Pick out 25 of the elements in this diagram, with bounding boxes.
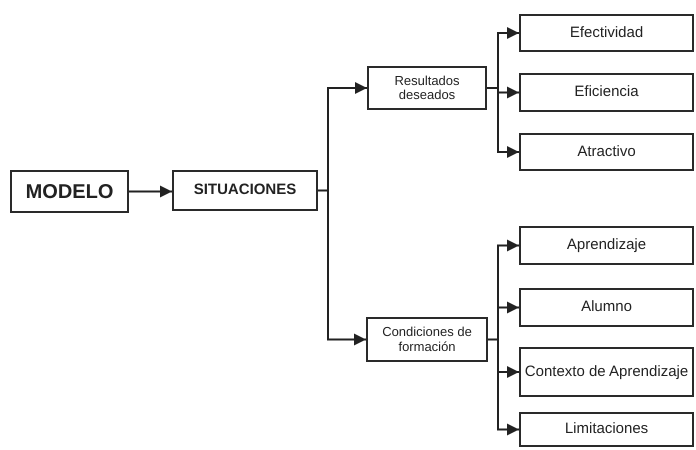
process-box <box>519 73 694 112</box>
process-box <box>519 133 694 171</box>
process-box <box>519 288 694 327</box>
process-box <box>367 66 487 110</box>
process-box <box>519 412 694 447</box>
process-box <box>10 170 129 213</box>
box-label: SITUACIONES <box>194 182 296 199</box>
process-box <box>519 14 694 52</box>
process-box <box>519 226 694 265</box>
box-label: Atractivo <box>577 144 636 160</box>
box-label: Limitaciones <box>564 421 648 438</box>
box-label: MODELO <box>26 180 114 202</box>
box-label: Contexto de Aprendizaje <box>524 364 688 380</box>
box-label: Condiciones de formación <box>381 325 473 354</box>
process-box <box>519 347 694 397</box>
box-label: Resultados deseados <box>393 74 461 102</box>
arrow <box>487 87 519 158</box>
box-label: Alumno <box>581 299 632 316</box>
box-label: Efectividad <box>570 24 644 42</box>
process-box <box>172 170 318 211</box>
arrow <box>318 190 366 346</box>
process-box <box>366 317 488 362</box>
box-label: Eficiencia <box>574 84 639 101</box>
box-label: Aprendizaje <box>566 237 646 254</box>
arrow <box>129 186 172 198</box>
